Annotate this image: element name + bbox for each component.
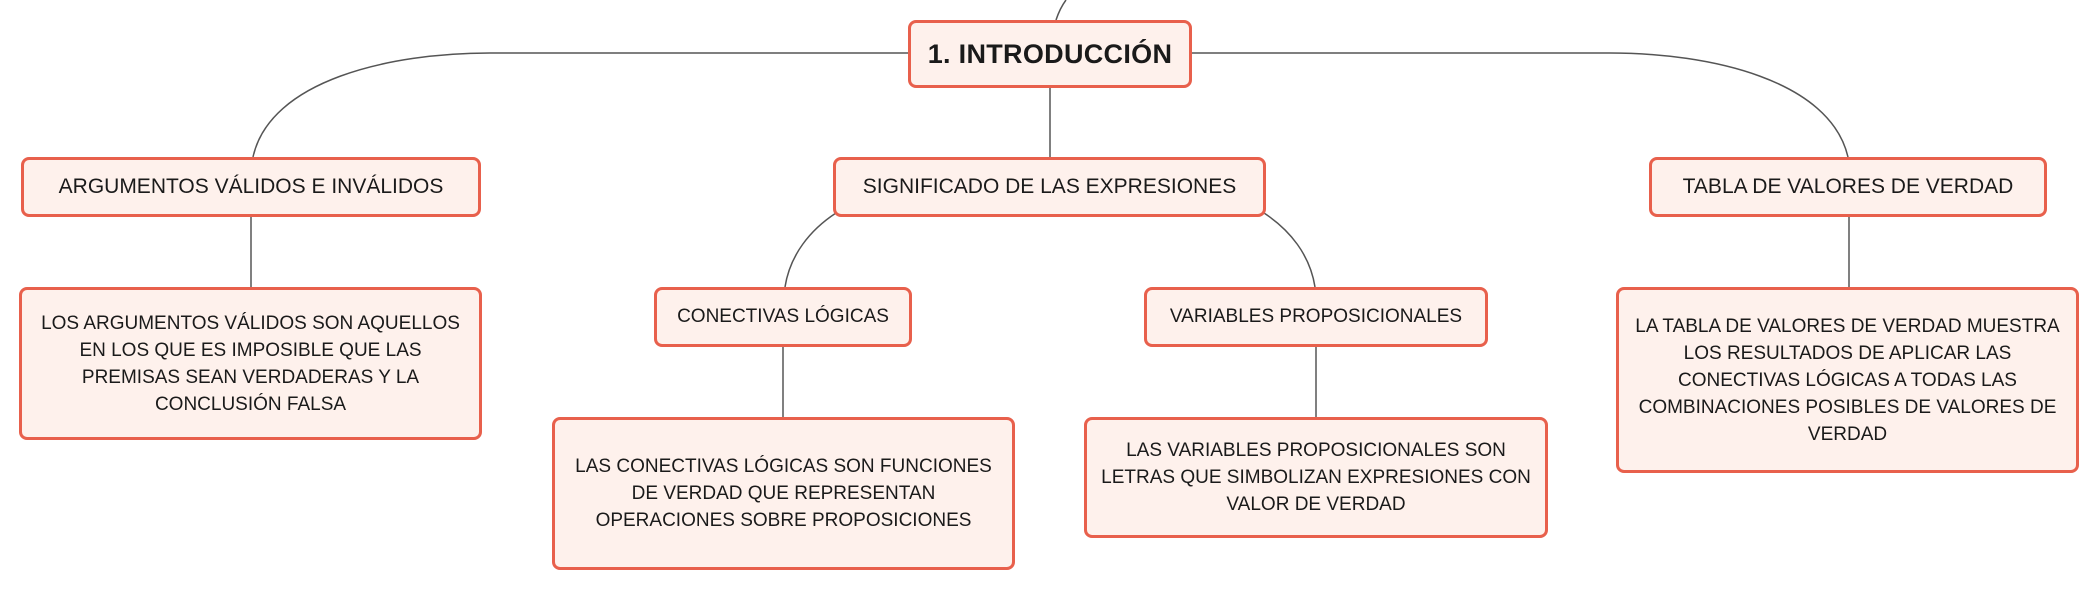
branch-argumentos-node[interactable]: ARGUMENTOS VÁLIDOS E INVÁLIDOS — [21, 157, 481, 217]
tabla-description[interactable]: LA TABLA DE VALORES DE VERDAD MUESTRA LO… — [1616, 287, 2079, 473]
branch-significado-node[interactable]: SIGNIFICADO DE LAS EXPRESIONES — [833, 157, 1266, 217]
variables-description[interactable]: LAS VARIABLES PROPOSICIONALES SON LETRAS… — [1084, 417, 1548, 538]
branch-tabla-node[interactable]: TABLA DE VALORES DE VERDAD — [1649, 157, 2047, 217]
root-node[interactable]: 1. INTRODUCCIÓN — [908, 20, 1192, 88]
connector-root-parent — [1055, 0, 1067, 21]
connector-significado-variables — [1263, 212, 1316, 288]
argumentos-description[interactable]: LOS ARGUMENTOS VÁLIDOS SON AQUELLOS EN L… — [19, 287, 482, 440]
connector-significado-conectivas — [784, 212, 837, 288]
conectivas-node[interactable]: CONECTIVAS LÓGICAS — [654, 287, 912, 347]
variables-node[interactable]: VARIABLES PROPOSICIONALES — [1144, 287, 1488, 347]
conectivas-description[interactable]: LAS CONECTIVAS LÓGICAS SON FUNCIONES DE … — [552, 417, 1015, 570]
connector-root-argumentos — [252, 52, 908, 158]
connector-root-tabla — [1192, 52, 1849, 158]
